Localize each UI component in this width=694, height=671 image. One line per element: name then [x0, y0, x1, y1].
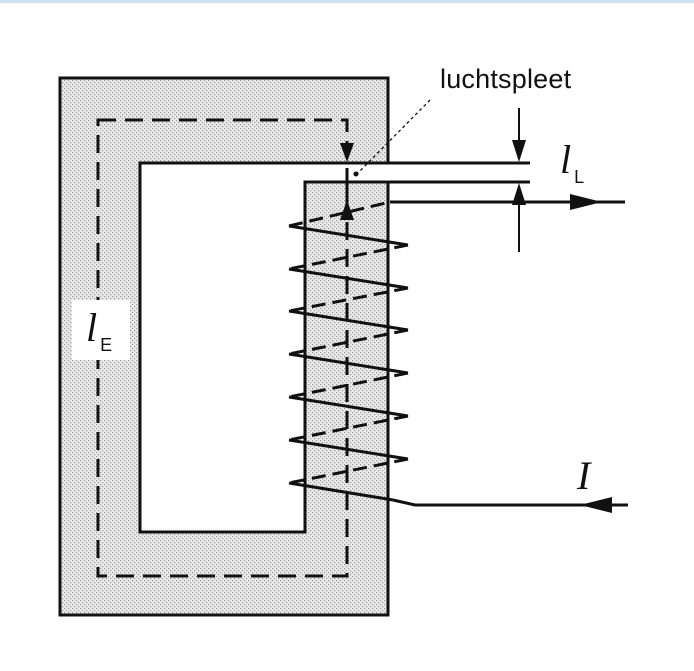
iron-path-subscript: E [100, 335, 113, 355]
air-gap-leader-dot [353, 171, 359, 177]
current-label: I [577, 453, 591, 498]
coil-front-windings [288, 224, 409, 502]
dim-arrow-bottom-head [512, 183, 526, 205]
gap-length-symbol: l [560, 137, 572, 182]
gap-length-subscript: L [574, 167, 585, 187]
iron-path-label-background [72, 300, 130, 360]
iron-core [58, 76, 390, 617]
lead-arrow-bottom [580, 497, 612, 513]
path-arrow-top [340, 143, 354, 162]
top-accent-bar [0, 0, 694, 3]
magnetic-path-dashed [96, 118, 349, 578]
coil-back-windings [288, 200, 409, 485]
lead-wire-bottom [392, 498, 628, 507]
air-gap-label: luchtspleet [440, 64, 572, 94]
air-gap-leader [357, 99, 431, 174]
iron-path-symbol: l [86, 305, 98, 350]
dim-arrow-top-head [512, 140, 526, 162]
lead-arrow-top [570, 194, 602, 210]
